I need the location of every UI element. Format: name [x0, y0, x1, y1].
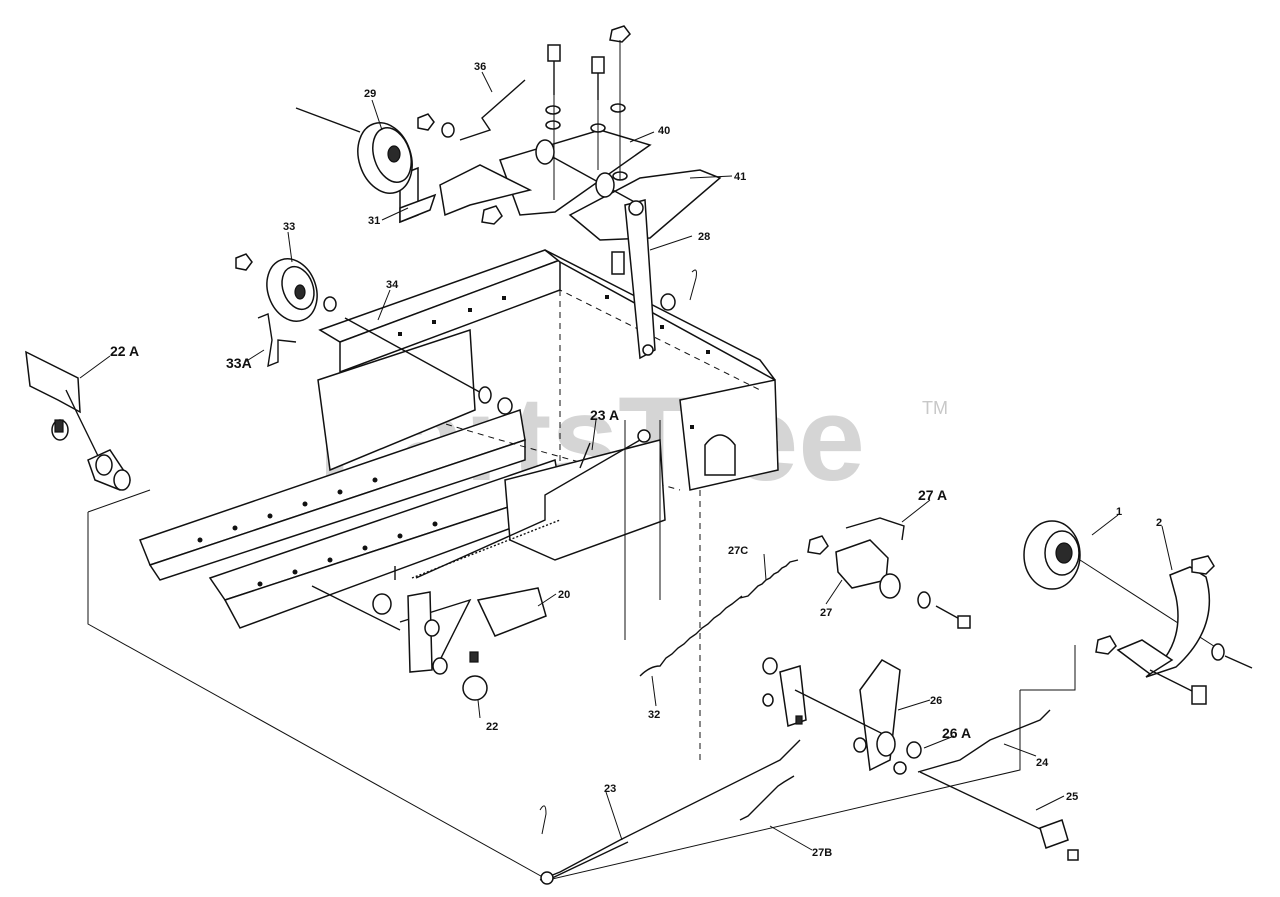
leader-lines: [79, 71, 1173, 851]
label-22a: 22 A: [110, 343, 139, 359]
label-40: 40: [658, 125, 670, 137]
label-26: 26: [930, 695, 942, 707]
strap-2: [1095, 555, 1253, 705]
label-24: 24: [1036, 757, 1049, 769]
label-36: 36: [474, 61, 486, 73]
label-20: 20: [558, 589, 570, 601]
rod-24: [917, 709, 1051, 773]
rod-23: [539, 739, 801, 885]
rod-25: [919, 771, 1079, 861]
label-27c: 27C: [728, 545, 748, 557]
bearing-1: [1023, 520, 1221, 651]
spring-27b: [739, 775, 795, 821]
label-41: 41: [734, 171, 746, 183]
idler-bracket-assembly: [295, 25, 722, 360]
part-labels: 29 36 40 41 28 31 33 34 33A 22 A 23 A 27…: [110, 61, 1162, 859]
label-31: 31: [368, 215, 380, 227]
label-23a: 23 A: [590, 407, 619, 423]
label-2: 2: [1156, 517, 1162, 529]
label-28: 28: [698, 231, 710, 243]
label-26a: 26 A: [942, 725, 971, 741]
label-32: 32: [648, 709, 660, 721]
pulley-33: [235, 253, 513, 415]
pedal-22a: [25, 350, 131, 491]
label-33a: 33A: [226, 355, 252, 371]
label-34: 34: [386, 279, 399, 291]
label-27: 27: [820, 607, 832, 619]
watermark-trademark: TM: [922, 398, 948, 418]
pulley-29: [357, 122, 413, 194]
label-27b: 27B: [812, 847, 832, 859]
label-1: 1: [1116, 506, 1122, 518]
label-27a: 27 A: [918, 487, 947, 503]
label-29: 29: [364, 88, 376, 100]
spring-27c: [739, 559, 799, 599]
spring-32: [624, 420, 743, 677]
bracket-27: [807, 517, 971, 629]
label-25: 25: [1066, 791, 1078, 803]
label-22: 22: [486, 721, 498, 733]
pivot-26: [762, 657, 922, 775]
rod-23a: [411, 429, 651, 579]
main-frame: [139, 249, 779, 760]
label-33: 33: [283, 221, 295, 233]
label-23: 23: [604, 783, 616, 795]
pedal-20: [311, 566, 547, 701]
